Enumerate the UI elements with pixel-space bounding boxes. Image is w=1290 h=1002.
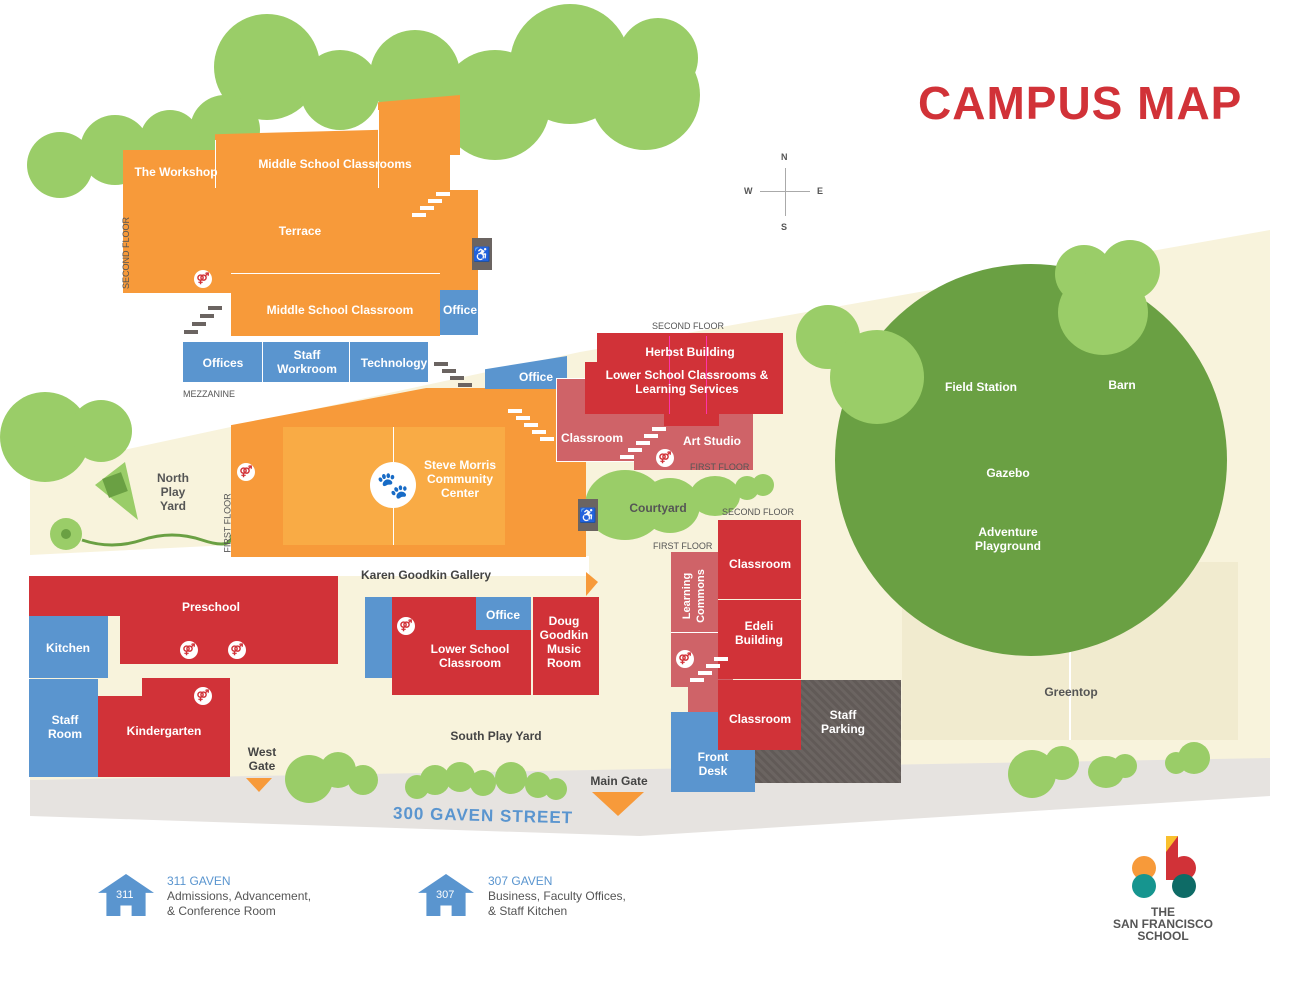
doug-goodkin-music-room[interactable] — [533, 597, 599, 695]
office-top[interactable] — [440, 290, 478, 335]
mezzanine-label: MEZZANINE — [183, 389, 236, 399]
classroom-bottom-label: Classroom — [728, 712, 792, 726]
kindergarten[interactable] — [98, 696, 230, 777]
north-play-yard-label: North Play Yard — [157, 471, 189, 513]
field-station-label: Field Station — [945, 380, 1017, 394]
field-circle — [835, 264, 1227, 656]
restroom-icon: ⚤ — [194, 270, 212, 288]
kitchen-label: Kitchen — [45, 641, 91, 655]
office-ls[interactable] — [476, 597, 531, 630]
building-desc: Business, Faculty Offices, — [488, 889, 626, 903]
page-title: CAMPUS MAP — [918, 77, 1243, 129]
middle-school-classroom[interactable] — [231, 273, 440, 336]
herbst-first-floor-label: FIRST FLOOR — [690, 462, 750, 472]
offices[interactable] — [183, 342, 262, 382]
the-workshop[interactable] — [123, 150, 215, 190]
restroom-icon: ⚤ — [194, 687, 212, 705]
staff-room-label: Staff Room — [48, 713, 82, 741]
herbst-label: Herbst Building — [645, 345, 735, 359]
logo-text: SCHOOL — [1137, 929, 1189, 943]
compass-s: S — [781, 222, 788, 232]
classroom-top-label: Classroom — [728, 557, 792, 571]
front-desk-label: Front Desk — [697, 750, 729, 778]
restroom-icon: ⚤ — [180, 641, 198, 659]
staff-parking-label: Staff Parking — [820, 708, 865, 736]
preschool-label: Preschool — [181, 600, 241, 614]
staff-workroom-label: Staff Workroom — [277, 348, 337, 376]
edeli-label: Edeli Building — [735, 619, 783, 647]
restroom-icon: ⚤ — [228, 641, 246, 659]
ms-classrooms-label: Middle School Classrooms — [258, 157, 412, 171]
classroom-pink-label: Classroom — [560, 431, 624, 445]
technology[interactable] — [350, 342, 428, 382]
building-desc: Admissions, Advancement, — [167, 889, 312, 903]
lower-school-ls-label: Lower School Classrooms & Learning Servi… — [605, 368, 769, 396]
staff-room[interactable] — [29, 679, 98, 777]
offices-label: Offices — [202, 356, 244, 370]
main-gate-marker — [592, 792, 644, 816]
courtyard-label: Courtyard — [629, 501, 687, 515]
ms-classroom-label: Middle School Classroom — [266, 303, 414, 317]
bear-paw-icon: 🐾 — [370, 462, 416, 508]
building-desc: & Staff Kitchen — [488, 904, 568, 918]
greentop-label: Greentop — [1044, 685, 1098, 699]
building-number: 311 — [116, 889, 134, 901]
west-gate-label[interactable]: West Gate — [247, 745, 277, 773]
steve-morris-label: Steve Morris Community Center — [423, 458, 497, 500]
staff-workroom[interactable] — [263, 342, 349, 382]
restroom-icon: ⚤ — [397, 617, 415, 635]
adventure-playground-label: Adventure Playground — [974, 525, 1041, 553]
first-floor-vertical-label: FIRST FLOOR — [222, 493, 233, 553]
compass-n: N — [781, 152, 788, 162]
elevator-icon: ♿ — [578, 499, 598, 531]
second-floor-vertical-label: SECOND FLOOR — [121, 216, 132, 290]
office-mid-label: Office — [518, 370, 554, 384]
restroom-icon: ⚤ — [656, 449, 674, 467]
logo-text: SAN FRANCISCO — [1112, 917, 1213, 931]
gazebo-label: Gazebo — [986, 466, 1030, 480]
technology-label: Technology — [360, 356, 428, 370]
terrace-label: Terrace — [278, 224, 322, 238]
elevator-icon: ♿ — [472, 238, 492, 270]
learning-commons-label: Learning Commons — [681, 569, 707, 623]
edeli-first-floor-label: FIRST FLOOR — [653, 541, 713, 551]
kindergarten-label: Kindergarten — [126, 724, 202, 738]
main-gate-label[interactable]: Main Gate — [590, 774, 648, 788]
art-studio-label: Art Studio — [683, 434, 741, 448]
gallery-label: Karen Goodkin Gallery — [360, 568, 492, 582]
compass-w: W — [744, 186, 753, 196]
lower-school-classroom-label: Lower School Classroom — [430, 642, 510, 670]
restroom-icon: ⚤ — [676, 650, 694, 668]
south-play-yard-label: South Play Yard — [450, 729, 542, 743]
classroom-edeli-top[interactable] — [718, 520, 801, 599]
learning-commons[interactable] — [671, 552, 718, 632]
middle-school-classrooms[interactable] — [215, 128, 450, 190]
edeli-second-floor-label: SECOND FLOOR — [722, 507, 795, 517]
kitchen[interactable] — [29, 616, 108, 678]
west-gate-marker — [246, 778, 272, 792]
workshop-label: The Workshop — [134, 165, 218, 179]
compass-e: E — [817, 186, 824, 196]
restroom-icon: ⚤ — [237, 463, 255, 481]
office-top-label: Office — [442, 303, 478, 317]
preschool[interactable] — [29, 576, 338, 616]
doug-goodkin-label: Doug Goodkin Music Room — [539, 614, 589, 670]
building-desc: & Conference Room — [167, 904, 276, 918]
building-number: 307 — [436, 889, 455, 901]
building-name: 311 GAVEN — [167, 874, 231, 888]
herbst-second-floor-label: SECOND FLOOR — [652, 321, 725, 331]
logo-text: THE — [1151, 905, 1175, 919]
building-name: 307 GAVEN — [488, 874, 553, 888]
office-ls-label: Office — [485, 608, 521, 622]
barn-label: Barn — [1108, 378, 1136, 392]
edeli-building[interactable] — [718, 600, 801, 679]
